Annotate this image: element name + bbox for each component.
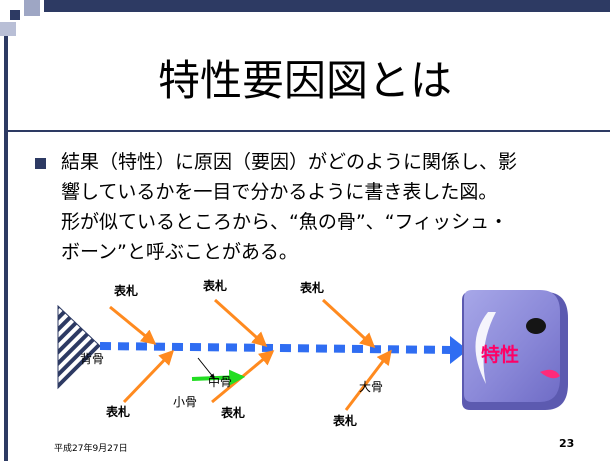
bullet-text: 結果（特性）に原因（要因）がどのように関係し、影 響しているかを一目で分かるよう…: [61, 151, 518, 263]
label-middle-bone: 中骨: [208, 375, 233, 389]
label-large-bone: 大骨: [359, 380, 384, 394]
label-bottom-2: 表札: [221, 406, 246, 420]
spine-line: [99, 342, 453, 354]
cause-arrow-bottom-1: [122, 349, 175, 404]
corner-square-3: [0, 22, 16, 36]
corner-square-2: [24, 0, 40, 16]
label-bottom-1: 表札: [106, 405, 131, 419]
corner-square-1: [10, 10, 20, 20]
label-small-bone: 小骨: [173, 395, 198, 409]
effect-label: 特性: [481, 344, 520, 366]
label-top-2: 表札: [203, 279, 228, 293]
title-divider: [8, 130, 610, 132]
label-backbone: 背骨: [80, 352, 105, 366]
label-top-1: 表札: [114, 284, 139, 298]
top-accent-bar: [44, 0, 610, 12]
footer-date: 平成27年9月27日: [54, 444, 128, 454]
fish-head-shape: [462, 290, 568, 410]
cause-arrow-top-2: [213, 298, 268, 348]
cause-arrow-top-3: [321, 298, 376, 349]
spine-arrowhead: [450, 336, 468, 364]
small-bone-arrow: [197, 357, 215, 379]
page-number: 23: [559, 437, 575, 450]
fish-tail-shape: [57, 304, 101, 390]
middle-bone-arrow: [191, 369, 246, 386]
label-top-3: 表札: [300, 281, 325, 295]
left-accent-bar: [4, 36, 8, 461]
slide-title: 特性要因図とは: [157, 56, 452, 105]
label-bottom-3: 表札: [333, 414, 358, 428]
bullet-square: [35, 158, 46, 169]
cause-arrow-top-1: [109, 305, 157, 345]
cause-arrow-bottom-3: [344, 349, 392, 411]
